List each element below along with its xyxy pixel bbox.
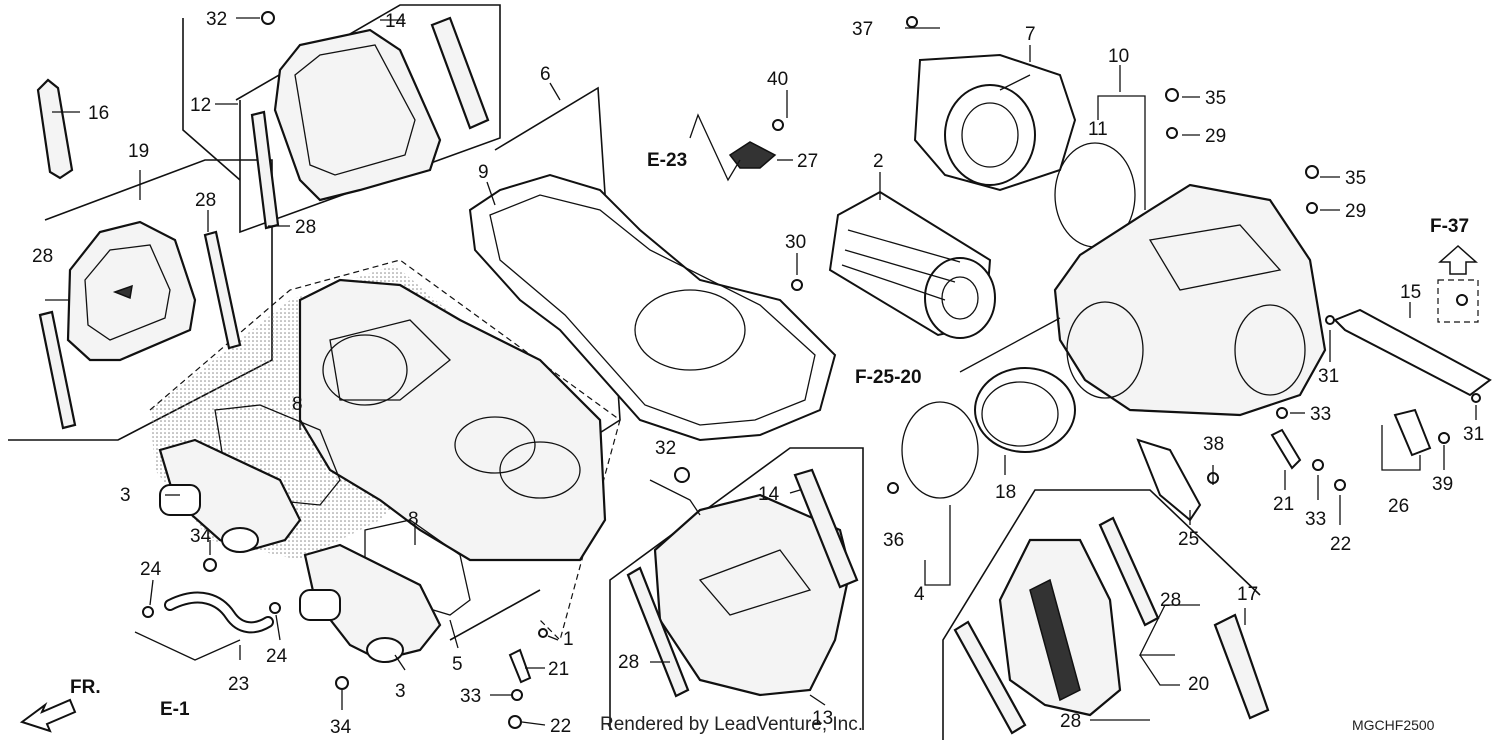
callout-16: 16 (88, 103, 109, 124)
callout-33-c: 33 (460, 686, 481, 707)
callout-13: 13 (812, 708, 833, 729)
part-15-plate (1333, 308, 1492, 397)
part-7-intake-duct (913, 53, 1077, 192)
callout-31-b: 31 (1463, 424, 1484, 445)
callout-19: 19 (128, 141, 149, 162)
callout-25: 25 (1178, 529, 1199, 550)
callout-12: 12 (190, 95, 211, 116)
callout-14-top: 14 (385, 11, 407, 32)
f37-arrow (1438, 244, 1478, 275)
callout-labels: 32 14 16 12 19 28 28 28 6 9 40 E-23 27 3… (32, 9, 1484, 738)
callout-24-a: 24 (140, 559, 162, 580)
callout-10: 10 (1108, 46, 1129, 67)
callout-28-b: 28 (295, 217, 316, 238)
callout-32-top: 32 (206, 9, 227, 30)
callout-17: 17 (1237, 584, 1258, 605)
part-3-funnels (158, 438, 442, 663)
part-25-bracket (1136, 438, 1202, 522)
callout-7: 7 (1025, 24, 1036, 45)
callout-32-b: 32 (655, 438, 676, 459)
part-2-air-filter (828, 190, 996, 339)
callout-34-b: 34 (330, 717, 352, 738)
callout-22-b: 22 (550, 716, 571, 737)
leader-lines (45, 17, 1477, 726)
callout-14-b: 14 (758, 484, 780, 505)
part-14-strip-top (430, 16, 490, 130)
rendered-by-credit: Rendered by LeadVenture, Inc. (600, 714, 863, 735)
ref-f37: F-37 (1430, 216, 1469, 237)
callout-35-b: 35 (1345, 168, 1366, 189)
callout-31-a: 31 (1318, 366, 1339, 387)
callout-29-b: 29 (1345, 201, 1366, 222)
f37-inset-box (1437, 279, 1479, 323)
part-20-cover (998, 538, 1122, 717)
ref-fr: FR. (70, 677, 101, 698)
callout-26: 26 (1388, 496, 1409, 517)
part-27-sensor (728, 141, 777, 169)
callout-22-a: 22 (1330, 534, 1351, 555)
diagram-code: MGCHF2500 (1352, 717, 1435, 733)
part-12-upper-cover (273, 28, 442, 202)
callout-15: 15 (1400, 282, 1421, 303)
part-28-strip-lower-left (626, 566, 690, 698)
callout-21-b: 21 (548, 659, 569, 680)
callout-6: 6 (540, 64, 551, 85)
ref-e1: E-1 (160, 699, 190, 720)
ref-f2520: F-25-20 (855, 367, 922, 388)
part-23-hose (164, 591, 274, 634)
callout-23: 23 (228, 674, 249, 695)
callout-8-a: 8 (292, 394, 303, 415)
callout-1: 1 (563, 629, 574, 650)
group-boundaries (8, 4, 1261, 740)
callout-4: 4 (914, 584, 925, 605)
part-19-side-cover (66, 220, 197, 362)
e23-arrow (689, 113, 741, 182)
part-16-strip (36, 78, 74, 180)
front-arrow-icon (19, 698, 77, 733)
callout-28-a: 28 (195, 190, 216, 211)
callout-8-b: 8 (408, 509, 419, 530)
callout-27: 27 (797, 151, 818, 172)
callout-11: 11 (1088, 119, 1108, 140)
callout-33-b: 33 (1305, 509, 1326, 530)
callout-37: 37 (852, 19, 873, 40)
part-13-lower-cover (653, 493, 852, 697)
part-14-strip-lower (793, 468, 859, 589)
right-airbox-housing (1053, 183, 1327, 417)
callout-3-a: 3 (120, 485, 131, 506)
part-21-26-small-parts (508, 408, 1432, 684)
callout-34-a: 34 (190, 526, 212, 547)
fasteners (142, 11, 1481, 729)
callout-33-a: 33 (1310, 404, 1331, 425)
callout-18: 18 (995, 482, 1016, 503)
callout-40: 40 (767, 69, 788, 90)
callout-38: 38 (1203, 434, 1224, 455)
callout-21-a: 21 (1273, 494, 1294, 515)
callout-5: 5 (452, 654, 463, 675)
callout-28-f: 28 (618, 652, 639, 673)
part-9-gasket-frame (468, 173, 837, 442)
callout-28-c: 28 (32, 246, 53, 267)
callout-30: 30 (785, 232, 806, 253)
part-28-strips-left (38, 110, 280, 430)
part-18-boot (974, 367, 1076, 453)
callout-28-d: 28 (1160, 590, 1181, 611)
callout-3-b: 3 (395, 681, 406, 702)
callout-39: 39 (1432, 474, 1453, 495)
callout-24-b: 24 (266, 646, 288, 667)
callout-28-e: 28 (1060, 711, 1081, 732)
callout-29-a: 29 (1205, 126, 1226, 147)
callout-2: 2 (873, 151, 884, 172)
part-4-band (901, 401, 979, 499)
callout-9: 9 (478, 162, 489, 183)
callout-35-a: 35 (1205, 88, 1226, 109)
callout-20: 20 (1188, 674, 1209, 695)
ref-e23: E-23 (647, 150, 687, 171)
part-17-strip (1213, 613, 1270, 720)
callout-36: 36 (883, 530, 904, 551)
f2520-leader (959, 317, 1061, 373)
